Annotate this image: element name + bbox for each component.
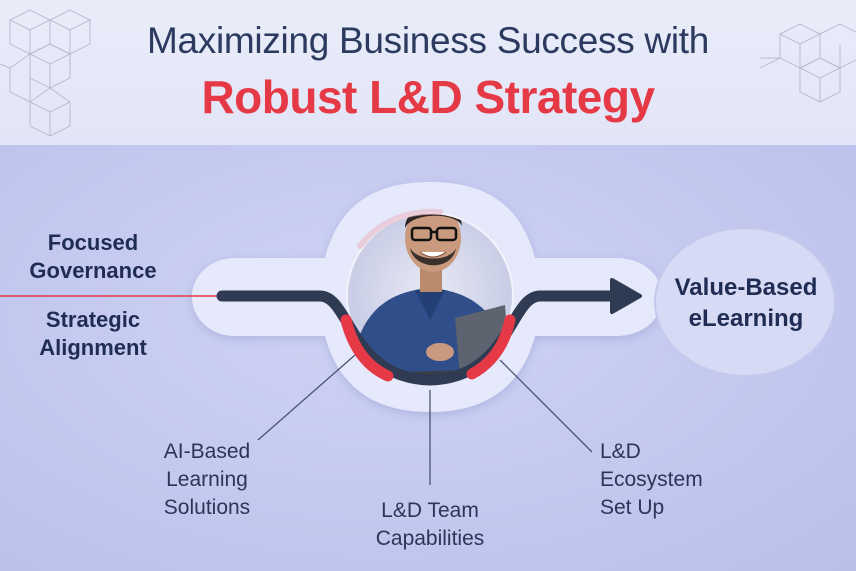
- label-line: L&D: [600, 440, 641, 463]
- label-line: Value-Based: [674, 274, 818, 301]
- connector-ecosystem: [499, 359, 593, 453]
- header: Maximizing Business Success with Robust …: [0, 0, 856, 145]
- label-line: Strategic: [45, 307, 141, 332]
- label-team-capabilities: L&D Team Capabilities: [355, 497, 505, 553]
- label-line: Solutions: [163, 496, 251, 519]
- label-ai-based-learning-solutions: AI-Based Learning Solutions: [152, 438, 262, 522]
- label-line: Learning: [166, 468, 248, 491]
- label-line: Focused: [47, 230, 139, 255]
- title-line-1: Maximizing Business Success with: [146, 20, 710, 61]
- label-line: Ecosystem: [600, 468, 703, 491]
- red-arc-right: [466, 314, 516, 380]
- label-line: eLearning: [688, 305, 804, 332]
- right-oval: [654, 227, 836, 377]
- flow-track: [216, 290, 626, 386]
- label-value-based-elearning: Value-Based eLearning: [660, 272, 832, 334]
- label-line: Governance: [29, 258, 157, 283]
- label-line: Capabilities: [375, 527, 485, 550]
- title-line-2: Robust L&D Strategy: [201, 71, 655, 123]
- arrow-head-icon: [610, 278, 642, 314]
- label-line: Set Up: [600, 496, 665, 519]
- cube-pattern-right-decoration: [760, 23, 856, 103]
- connector-ai-based: [257, 354, 356, 441]
- red-arc-left: [340, 314, 394, 382]
- label-line: L&D Team: [381, 499, 479, 522]
- label-strategic-alignment: Strategic Alignment: [14, 306, 172, 362]
- label-line: AI-Based: [163, 440, 251, 463]
- label-line: Alignment: [39, 335, 147, 360]
- cube-pattern-left-decoration: [0, 9, 92, 137]
- label-focused-governance: Focused Governance: [14, 229, 172, 285]
- faint-arc-top: [357, 208, 443, 249]
- label-ecosystem-setup: L&D Ecosystem Set Up: [600, 438, 730, 522]
